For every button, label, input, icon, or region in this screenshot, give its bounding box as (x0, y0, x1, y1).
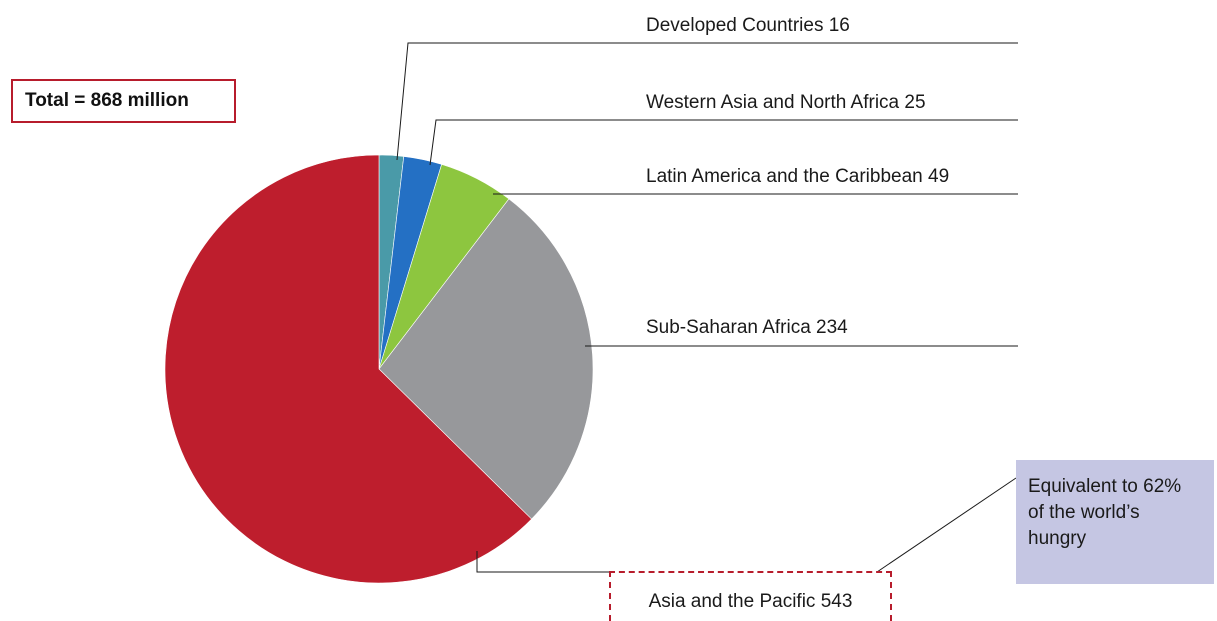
callout-text: Equivalent to 62% of the world’s hungry (1028, 476, 1182, 549)
total-label: Total = 868 million (25, 90, 189, 111)
label-western-asia: Western Asia and North Africa 25 (646, 92, 926, 113)
leader-asia-pacific (476, 551, 609, 573)
label-sub-saharan: Sub-Saharan Africa 234 (646, 317, 848, 338)
label-developed: Developed Countries 16 (646, 15, 850, 36)
label-asia-pacific: Asia and the Pacific 543 (648, 591, 853, 612)
leader-developed (396, 42, 1018, 161)
leader-callout (876, 477, 1017, 573)
pie-slice-sub-saharan-africa (378, 198, 594, 520)
asia-pacific-box: Asia and the Pacific 543 (609, 571, 892, 621)
leader-western-asia (429, 119, 1018, 166)
label-latin-america: Latin America and the Caribbean 49 (646, 166, 949, 187)
pie-slice-asia-and-the-pacific (164, 154, 532, 584)
total-box: Total = 868 million (11, 79, 236, 123)
leader-lines (396, 42, 1018, 573)
pie-slices (164, 154, 594, 584)
callout-box: Equivalent to 62% of the world’s hungry (1016, 460, 1214, 584)
